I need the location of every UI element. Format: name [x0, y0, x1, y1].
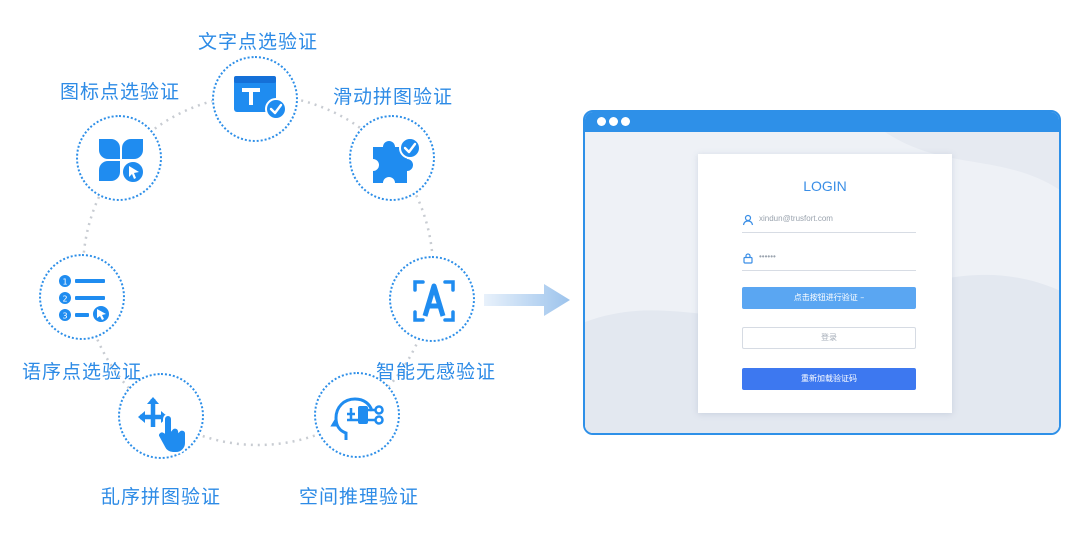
node-smart[interactable] [389, 256, 475, 342]
label-text-click: 文字点选验证 [198, 31, 319, 53]
username-field[interactable]: xindun@trusfort.com [742, 210, 916, 233]
label-word-order: 语序点选验证 [22, 361, 143, 383]
text-select-icon [234, 76, 287, 120]
touch-move-icon [138, 397, 187, 454]
password-value: •••••• [759, 252, 776, 261]
ai-letter-icon [413, 280, 455, 322]
svg-text:3: 3 [62, 312, 67, 321]
svg-text:1: 1 [62, 278, 67, 287]
reload-captcha-button[interactable]: 重新加载验证码 [742, 368, 916, 390]
login-button[interactable]: 登录 [742, 327, 916, 349]
label-smart: 智能无感验证 [376, 361, 497, 383]
password-field[interactable]: •••••• [742, 248, 916, 271]
node-icon-click[interactable] [76, 115, 162, 201]
browser-window: LOGIN xindun@trusfort.com •••••• 点击按钮进行验… [583, 110, 1061, 435]
label-spatial: 空间推理验证 [299, 486, 420, 508]
label-slide-puzzle: 滑动拼图验证 [333, 86, 454, 108]
verify-button[interactable]: 点击按钮进行验证 – [742, 287, 916, 309]
username-value: xindun@trusfort.com [759, 214, 833, 223]
user-icon [742, 214, 754, 226]
puzzle-piece-icon [373, 137, 421, 183]
icon-select-icon [99, 139, 145, 184]
window-dot-icon [597, 117, 606, 126]
login-card: LOGIN xindun@trusfort.com •••••• 点击按钮进行验… [698, 154, 952, 413]
label-shuffle-puzzle: 乱序拼图验证 [101, 486, 222, 508]
window-dot-icon [621, 117, 630, 126]
arrow-right-icon [484, 284, 570, 316]
window-dot-icon [609, 117, 618, 126]
node-slide-puzzle[interactable] [349, 115, 435, 201]
svg-text:2: 2 [62, 295, 67, 304]
brain-circuit-icon [330, 397, 384, 440]
node-spatial[interactable] [314, 372, 400, 458]
browser-titlebar [585, 112, 1059, 132]
ordered-list-icon: 1 2 3 [59, 275, 111, 324]
label-icon-click: 图标点选验证 [60, 81, 181, 103]
node-text-click[interactable] [212, 56, 298, 142]
node-shuffle-puzzle[interactable] [118, 373, 204, 459]
lock-icon [743, 253, 753, 264]
login-title: LOGIN [803, 178, 847, 194]
node-word-order[interactable]: 1 2 3 [39, 254, 125, 340]
